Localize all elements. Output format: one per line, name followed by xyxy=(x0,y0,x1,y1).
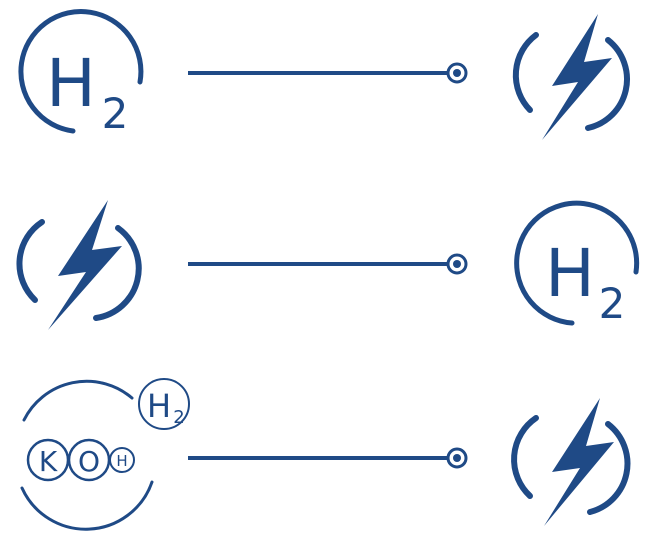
row-3: H 2 K O H xyxy=(20,378,631,531)
koh-electrolyte-icon: H 2 K O H xyxy=(20,378,190,531)
connector-line xyxy=(188,447,468,469)
potassium-symbol: K xyxy=(39,445,58,478)
row-2: H 2 xyxy=(16,200,640,330)
hydrogen-atom-symbol: H xyxy=(116,452,127,470)
badge-subscript: 2 xyxy=(173,407,184,428)
oxygen-symbol: O xyxy=(78,445,100,478)
hydrogen-subscript: 2 xyxy=(102,89,129,138)
hydrogen-subscript: 2 xyxy=(599,279,626,328)
badge-symbol: H xyxy=(147,387,171,425)
connector-line xyxy=(188,62,468,84)
hydrogen-badge-icon: H 2 xyxy=(138,378,190,430)
row-1: H 2 xyxy=(18,9,630,140)
electricity-icon xyxy=(512,14,630,140)
electricity-icon xyxy=(16,200,142,330)
hydrogen-symbol: H xyxy=(46,45,96,122)
hydrogen-symbol: H xyxy=(545,235,595,312)
electricity-icon xyxy=(511,398,631,526)
connector-line xyxy=(188,253,468,275)
hydrogen-icon: H 2 xyxy=(18,9,144,138)
hydrogen-icon: H 2 xyxy=(514,200,640,328)
